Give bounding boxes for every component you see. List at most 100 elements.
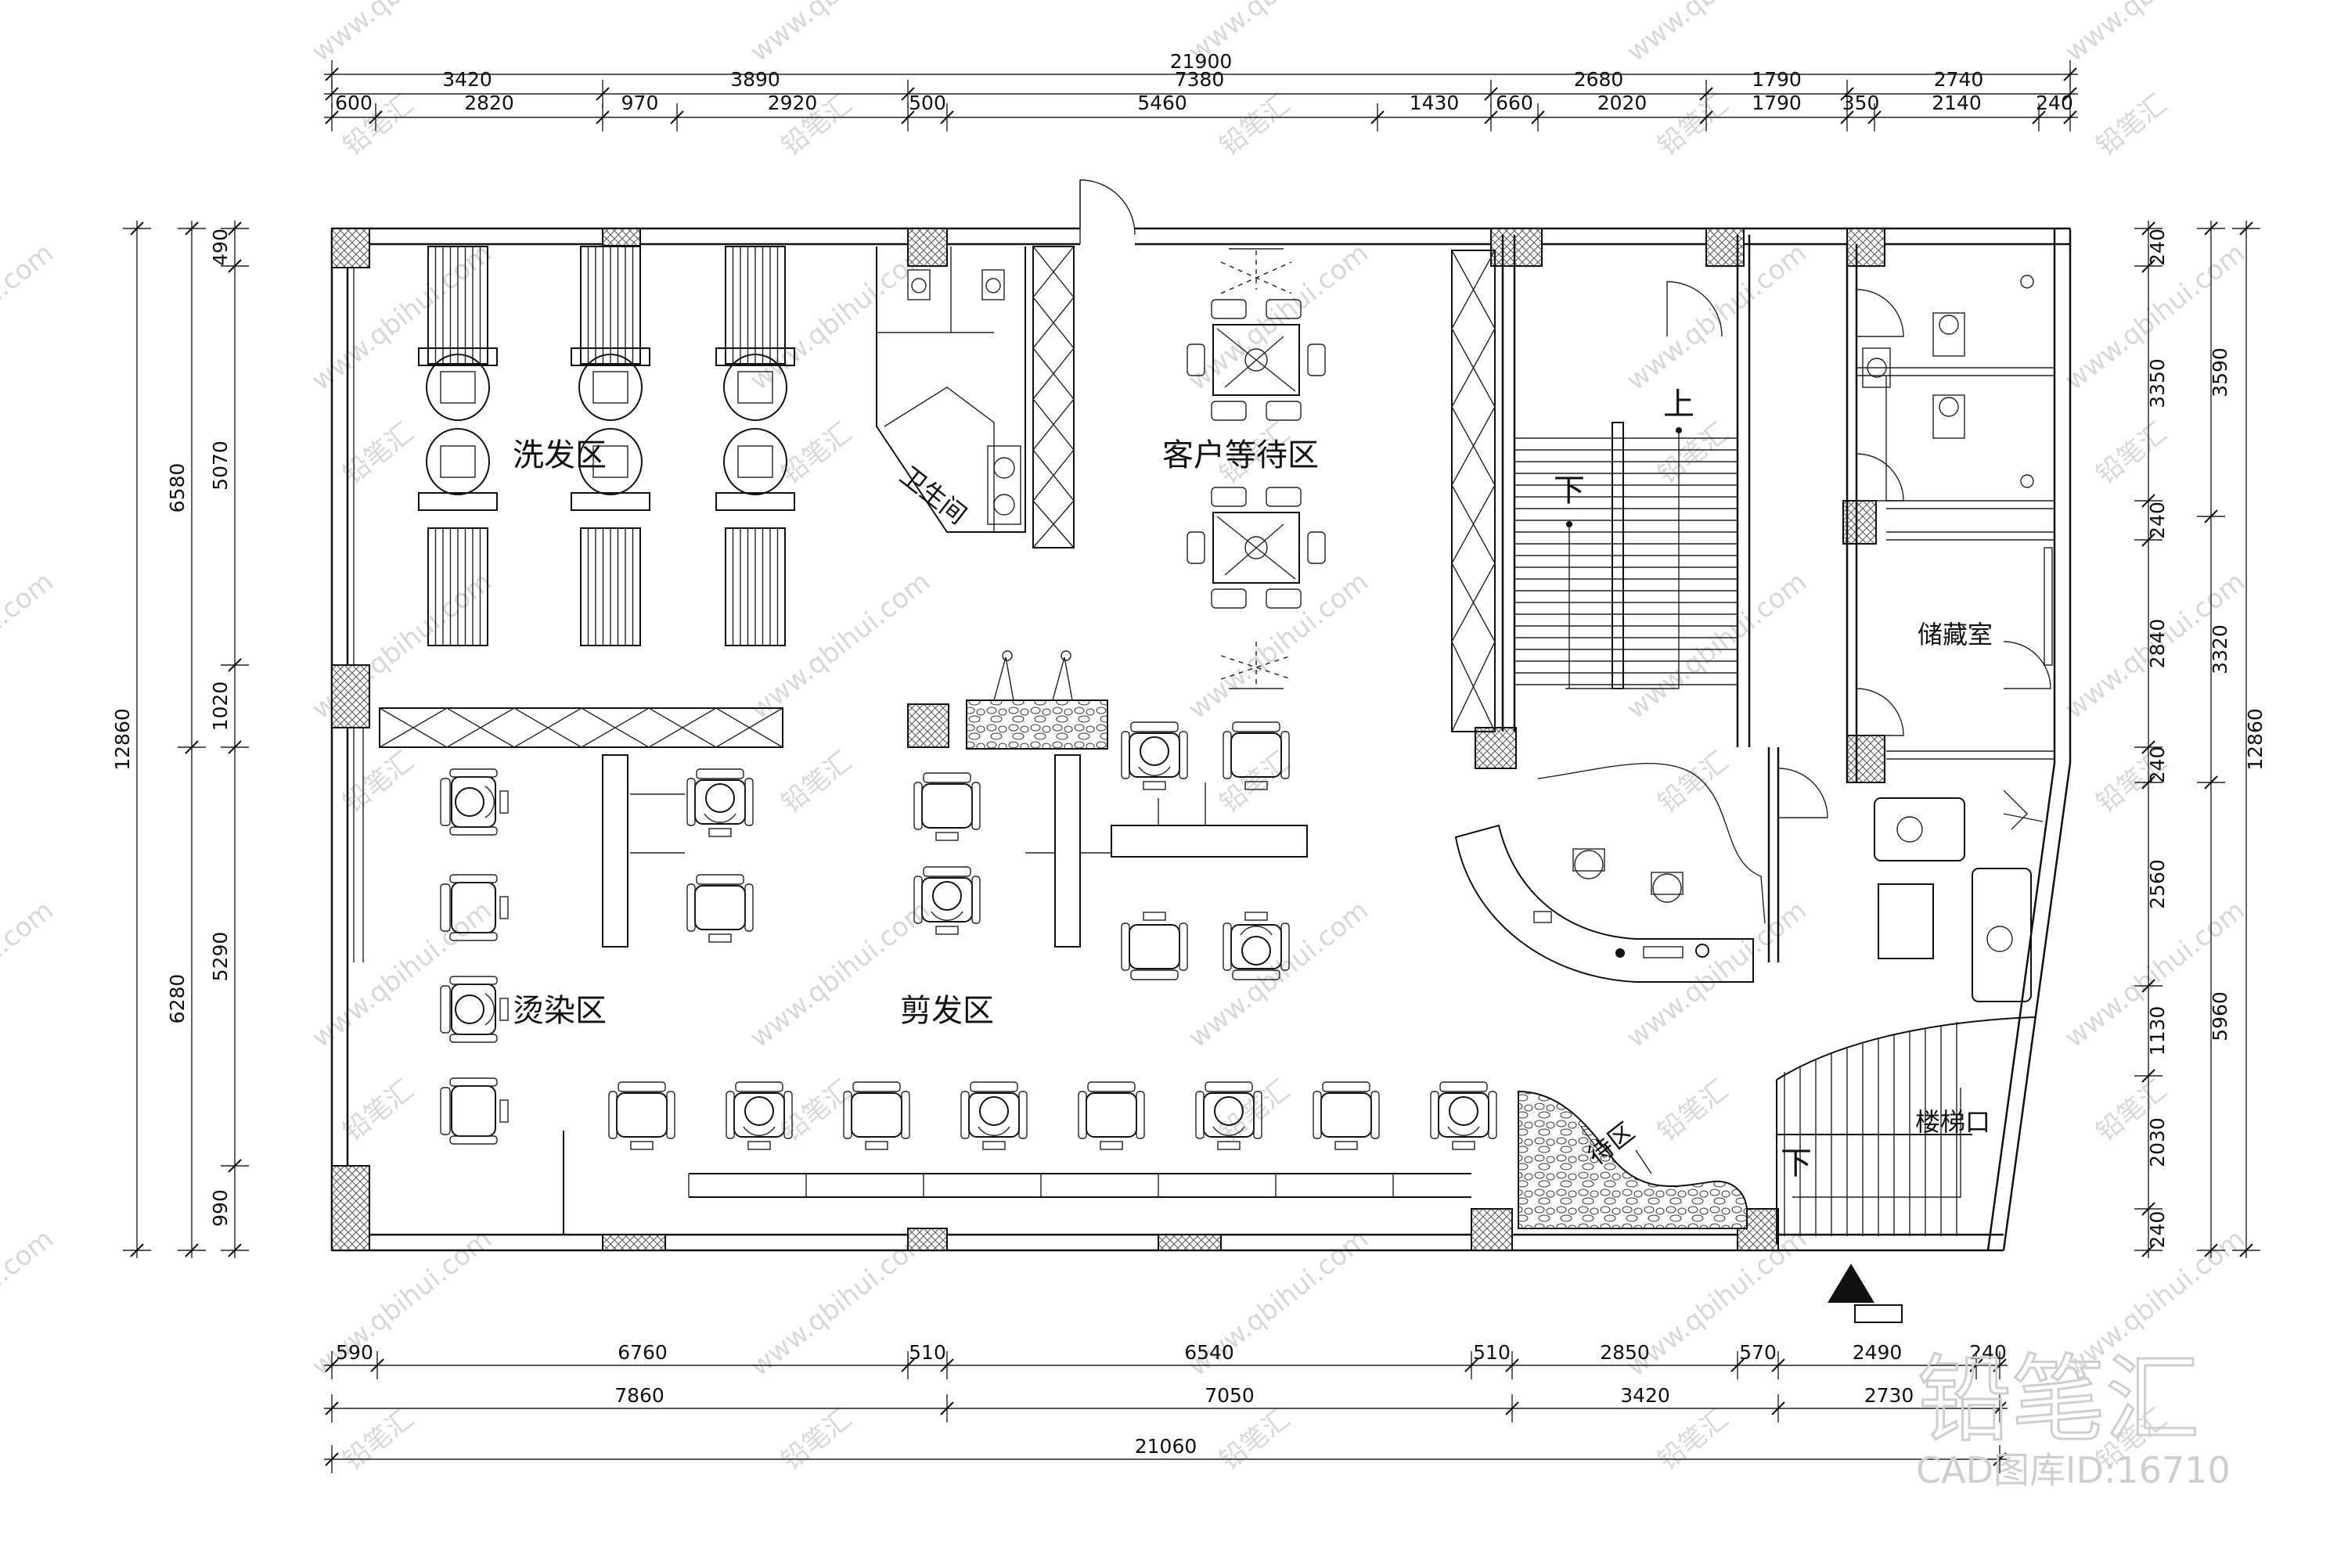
waiting-table-set [1187,299,1326,421]
salon-chair [1078,1081,1145,1150]
dimension-label: 6280 [166,974,189,1024]
wash-chair [418,246,498,421]
dimension-label: 6540 [1184,1341,1234,1364]
watermark-url: www.qbihui.com [2059,0,2251,68]
wash-chair [571,428,650,646]
label-cut-area: 剪发区 [900,993,994,1029]
watermark-brand: 铅笔汇 [776,746,858,819]
dimension-label: 3890 [730,68,780,91]
light-marks [1220,248,1292,689]
reception-desk [1454,747,1828,983]
watermark-brand: 铅笔汇 [1652,746,1734,819]
station-chairs [608,1081,1497,1150]
label-dye-area: 烫染区 [513,993,607,1029]
wash-chairs [418,246,795,646]
watermark-url: www.qbihui.com [0,237,59,397]
label-toilet: 卫生间 [895,460,972,530]
salon-chair [1223,912,1290,980]
cad-id-text: CAD图库ID:16710 [1916,1449,2231,1491]
watermark-url: www.qbihui.com [1183,894,1374,1054]
watermark-brand: 铅笔汇 [1214,746,1296,819]
dimension-label: 240 [2146,228,2169,266]
salon-chair [1195,1081,1262,1150]
watermark-brand: 铅笔汇 [2091,88,2173,162]
dimension-label: 7050 [1205,1384,1255,1407]
dimension-label: 3590 [2209,347,2231,397]
wash-chair [571,246,650,421]
label-storage: 储藏室 [1918,620,1993,649]
pebble-planter [1518,1090,1748,1229]
dimension-label: 2820 [464,92,514,114]
label-up: 上 [1663,387,1694,423]
watermark-brand: 铅笔汇 [1652,1074,1734,1148]
watermark-url: www.qbihui.com [306,894,498,1054]
watermark-brand: 铅笔汇 [1214,88,1296,162]
dimension-label: 5460 [1137,92,1187,114]
watermark-brand: 铅笔汇 [776,1403,858,1476]
dimension-label: 2030 [2146,1117,2169,1167]
watermark-brand: 铅笔汇 [337,1074,420,1148]
salon-chair [686,768,754,837]
salon-chair [608,1081,675,1150]
dimension-label: 7380 [1175,68,1225,91]
dimension-label: 1130 [2146,1006,2169,1056]
left-dim-total: 12860 [111,221,151,1258]
station-counter [563,1131,1471,1235]
right-dim-total: 12860 [2232,221,2267,1258]
dimension-label: 590 [336,1341,373,1364]
watermark-url: www.qbihui.com [1621,0,1813,68]
waiting-table-set [1187,487,1326,609]
dye-chairs [440,768,754,1145]
lounge [1874,789,2044,1002]
dimension-label: 2850 [1600,1341,1650,1364]
dimension-label: 600 [335,92,373,114]
dimension-label: 1020 [209,682,232,732]
dimension-label: 1790 [1752,68,1802,91]
brand-text: 铅笔汇 [1918,1346,2199,1455]
salon-chair [440,768,509,836]
salon-chair [1223,721,1290,790]
dimension-label: 2920 [768,92,818,114]
dimension-label: 7860 [614,1384,664,1407]
salon-chair [913,772,981,841]
columns [331,228,1885,1251]
north-arrow [1828,1264,1903,1323]
salon-chair [843,1081,910,1150]
dimension-label: 570 [1739,1341,1777,1364]
watermark-url: www.qbihui.com [1621,566,1813,725]
dimension-label: 2490 [1853,1341,1903,1364]
watermark-brand: 铅笔汇 [337,1403,420,1476]
watermark-url: www.qbihui.com [0,566,59,725]
dimension-label: 240 [2146,746,2169,784]
dimension-label: 990 [209,1189,232,1227]
dimension-label: 350 [1842,92,1880,114]
dimension-label: 5960 [2209,991,2231,1041]
dimension-label: 3420 [1620,1384,1670,1407]
dimension-label: 3420 [442,68,492,91]
entrance-door [1079,179,1136,244]
dimension-label: 240 [2146,1211,2169,1249]
outer-walls [330,227,2072,1252]
salon-chair [960,1081,1028,1150]
dimension-label: 3350 [2146,358,2169,408]
watermark-brand: 铅笔汇 [1652,1403,1734,1476]
cut-chairs [913,721,1290,980]
dimension-label: 5290 [209,932,232,982]
label-wash-area: 洗发区 [513,437,607,473]
salon-chair [440,1077,509,1145]
dimension-label: 2560 [2146,859,2169,909]
label-stair-exit: 楼梯口 [1915,1107,1990,1137]
dimension-label: 500 [909,92,946,114]
lower-stair [1776,1016,2036,1244]
watermark-url: www.qbihui.com [0,1223,59,1383]
salon-chair [1430,1081,1497,1150]
dimension-label: 2680 [1574,68,1624,91]
